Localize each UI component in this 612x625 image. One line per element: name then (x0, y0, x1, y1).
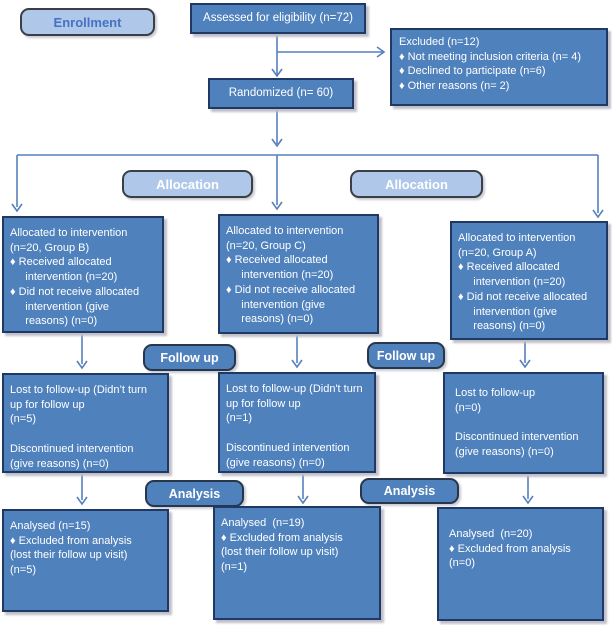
box-randomized: Randomized (n= 60) (208, 78, 354, 109)
arrowhead-down-left-alloc (11, 203, 23, 213)
box-allocated-group-b: Allocated to intervention (n=20, Group B… (2, 216, 164, 333)
arrowhead-down-followup-a (519, 359, 531, 369)
box-followup-group-c: Lost to follow-up (Didn't turn up for fo… (218, 372, 376, 473)
box-followup-group-b: Lost to follow-up (Didn’t turn up for fo… (2, 373, 169, 473)
box-allocated-group-a: Allocated to intervention (n=20, Group A… (450, 221, 608, 340)
stage-label-followup-right: Follow up (367, 342, 445, 369)
box-allocated-group-c: Allocated to intervention (n=20, Group C… (218, 214, 379, 334)
arrowhead-down-followup-b (76, 360, 88, 370)
stage-label-analysis-left: Analysis (145, 480, 244, 507)
stage-label-enrollment: Enrollment (20, 8, 155, 36)
box-excluded: Excluded (n=12) ♦ Not meeting inclusion … (390, 28, 608, 106)
arrowhead-down-followup-c (291, 359, 303, 369)
arrowhead-down-analysis-a (522, 495, 534, 505)
arrowhead-down-right-alloc (592, 209, 604, 219)
arrowhead-down-center-alloc (271, 201, 283, 211)
box-assessed-eligibility: Assessed for eligibility (n=72) (190, 3, 366, 34)
box-followup-group-a: Lost to follow-up (n=0) Discontinued int… (443, 372, 604, 474)
box-analysed-group-c: Analysed (n=19) ♦ Excluded from analysis… (213, 506, 381, 620)
arrowhead-down-split (271, 138, 283, 148)
box-analysed-group-b: Analysed (n=15) ♦ Excluded from analysis… (2, 509, 169, 612)
stage-label-allocation-right: Allocation (350, 170, 483, 198)
arrowhead-down-analysis-c (297, 495, 309, 505)
box-analysed-group-a: Analysed (n=20) ♦ Excluded from analysis… (437, 507, 604, 621)
arrowhead-down-analysis-b (76, 496, 88, 506)
stage-label-analysis-right: Analysis (360, 478, 459, 504)
arrowhead-down-randomized (271, 68, 283, 78)
stage-label-followup-left: Follow up (143, 344, 236, 371)
stage-label-allocation-left: Allocation (122, 170, 253, 198)
arrowhead-right-excluded (376, 46, 386, 58)
